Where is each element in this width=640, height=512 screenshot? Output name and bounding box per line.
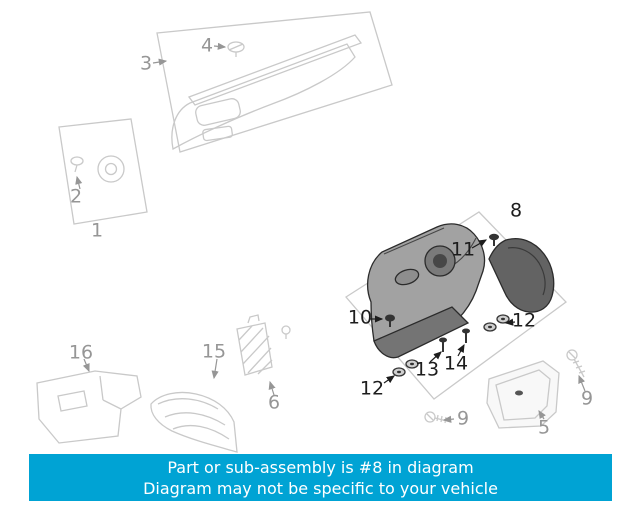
fastener-13-pin[interactable] <box>439 337 447 353</box>
part-8-lower-dash-assembly[interactable] <box>367 223 555 359</box>
callout-1[interactable]: 1 <box>90 219 104 242</box>
info-banner: Part or sub-assembly is #8 in diagram Di… <box>29 454 612 501</box>
screw-9-right[interactable] <box>566 349 586 378</box>
callout-9-right[interactable]: 9 <box>580 387 594 410</box>
fastener-14-pin[interactable] <box>462 328 470 344</box>
callout-3[interactable]: 3 <box>139 52 153 75</box>
callout-12-bottom[interactable]: 12 <box>359 377 385 400</box>
part-2-grommet[interactable] <box>70 155 125 183</box>
screw-9-bottom[interactable] <box>424 411 452 424</box>
callout-14[interactable]: 14 <box>443 352 469 375</box>
part-15-sill-trim[interactable] <box>150 391 238 453</box>
part-16-floor-panel[interactable] <box>36 370 142 444</box>
callout-11[interactable]: 11 <box>450 238 476 261</box>
callout-16[interactable]: 16 <box>68 341 94 364</box>
callout-6[interactable]: 6 <box>267 391 281 414</box>
callout-13[interactable]: 13 <box>414 358 440 381</box>
fastener-10-clip[interactable] <box>385 314 395 328</box>
callout-5[interactable]: 5 <box>537 416 551 439</box>
banner-line-2: Diagram may not be specific to your vehi… <box>143 478 498 498</box>
part-3-upper-dash-panel[interactable] <box>156 11 393 153</box>
part-4-clip[interactable] <box>227 41 245 57</box>
callout-4[interactable]: 4 <box>200 34 214 57</box>
callout-9-bottom[interactable]: 9 <box>456 407 470 430</box>
banner-line-1: Part or sub-assembly is #8 in diagram <box>167 457 474 477</box>
callout-10[interactable]: 10 <box>347 306 373 329</box>
fastener-12-grommets-right[interactable] <box>483 314 510 332</box>
part-6-vent-grille[interactable] <box>236 314 291 376</box>
fastener-12-grommets-bottom[interactable] <box>392 359 419 377</box>
callout-8[interactable]: 8 <box>509 199 523 222</box>
callout-15[interactable]: 15 <box>201 340 227 363</box>
callout-12-right[interactable]: 12 <box>511 309 537 332</box>
part-1-box[interactable] <box>58 118 148 225</box>
fastener-11-clip[interactable] <box>489 233 499 246</box>
callout-2[interactable]: 2 <box>69 185 83 208</box>
leader-arrows <box>75 42 586 423</box>
